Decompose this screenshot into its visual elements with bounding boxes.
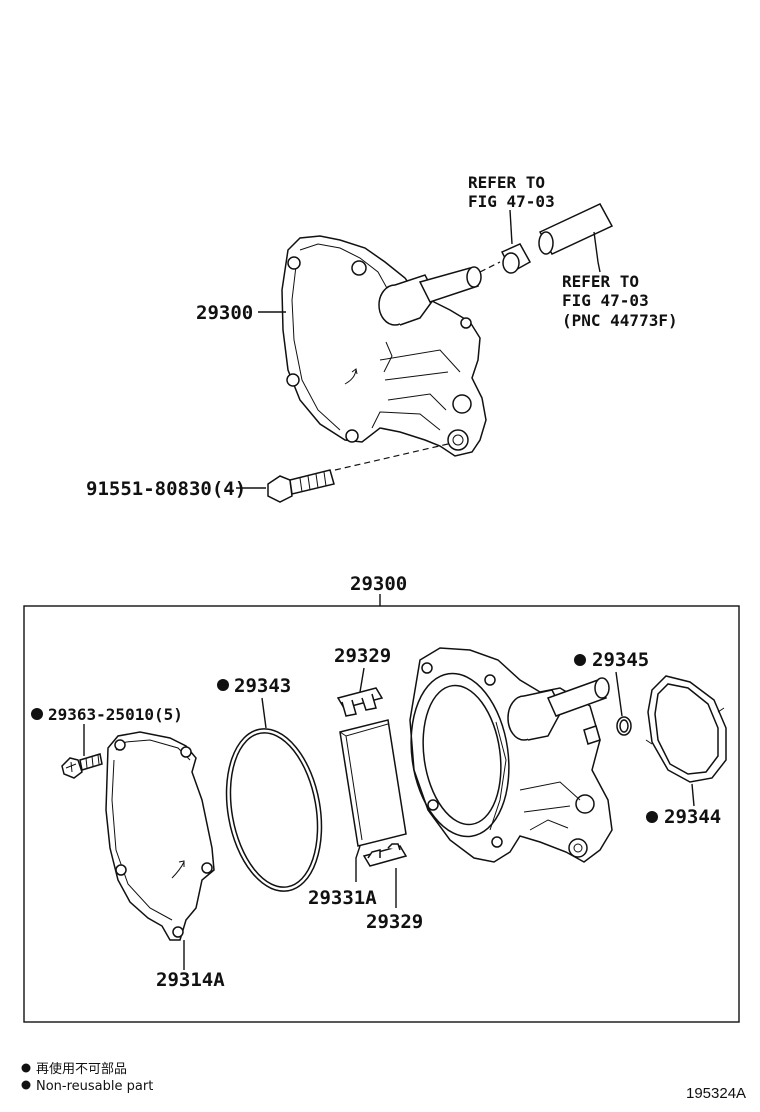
label-cover: 29314A [156, 969, 225, 991]
pump-cover [105, 731, 215, 941]
legend-english: Non-reusable part [36, 1079, 153, 1094]
label-refer-a-line1: REFER TO [468, 173, 545, 192]
non-reusable-dot-gasket [646, 811, 658, 823]
label-refer-b-line1: REFER TO [562, 272, 639, 291]
label-29300-top: 29300 [196, 302, 253, 324]
label-29300-kit: 29300 [350, 573, 407, 595]
leader-small-ring [615, 671, 623, 717]
label-small-ring: 29345 [592, 649, 649, 671]
vane-top [336, 687, 384, 717]
mounting-bolt [267, 443, 449, 503]
label-vane-top: 29329 [334, 645, 391, 667]
non-reusable-dot-screw [31, 708, 43, 720]
small-ring [616, 716, 632, 736]
label-oring: 29343 [234, 675, 291, 697]
label-gasket: 29344 [664, 806, 721, 828]
gasket [645, 675, 727, 783]
label-refer-a-line2: FIG 47-03 [468, 192, 555, 211]
label-screw: 29363-25010(5) [48, 705, 183, 724]
o-ring-large [225, 728, 323, 892]
leader-refer-a [509, 209, 513, 245]
vane-bottom [362, 843, 408, 867]
leader-refer-b [593, 231, 601, 273]
kit-box [23, 605, 740, 1023]
cover-screw [61, 753, 103, 779]
label-refer-b-line3: (PNC 44773F) [562, 311, 678, 330]
leader-gasket [691, 783, 695, 807]
legend-dot-english [21, 1080, 31, 1090]
non-reusable-dot-oring [217, 679, 229, 691]
non-reusable-dot-small-ring [574, 654, 586, 666]
leader-vane-top [359, 667, 365, 693]
rotor [339, 719, 407, 847]
label-rotor: 29331A [308, 887, 377, 909]
legend-dot-japanese [21, 1063, 31, 1073]
leader-rotor [355, 845, 361, 882]
legend-japanese: 再使用不可部品 [36, 1061, 127, 1077]
pump-housing [409, 647, 613, 863]
label-refer-b-line2: FIG 47-03 [562, 291, 649, 310]
leader-oring [261, 697, 267, 729]
legend: 再使用不可部品 Non-reusable part [21, 1061, 153, 1094]
vacuum-hose [538, 203, 614, 255]
label-vane-bottom: 29329 [366, 911, 423, 933]
diagram-code: 195324A [686, 1085, 746, 1102]
hose-clamp [479, 243, 532, 274]
label-bolt: 91551-80830(4) [86, 478, 246, 500]
vacuum-pump-assembly [281, 235, 487, 457]
